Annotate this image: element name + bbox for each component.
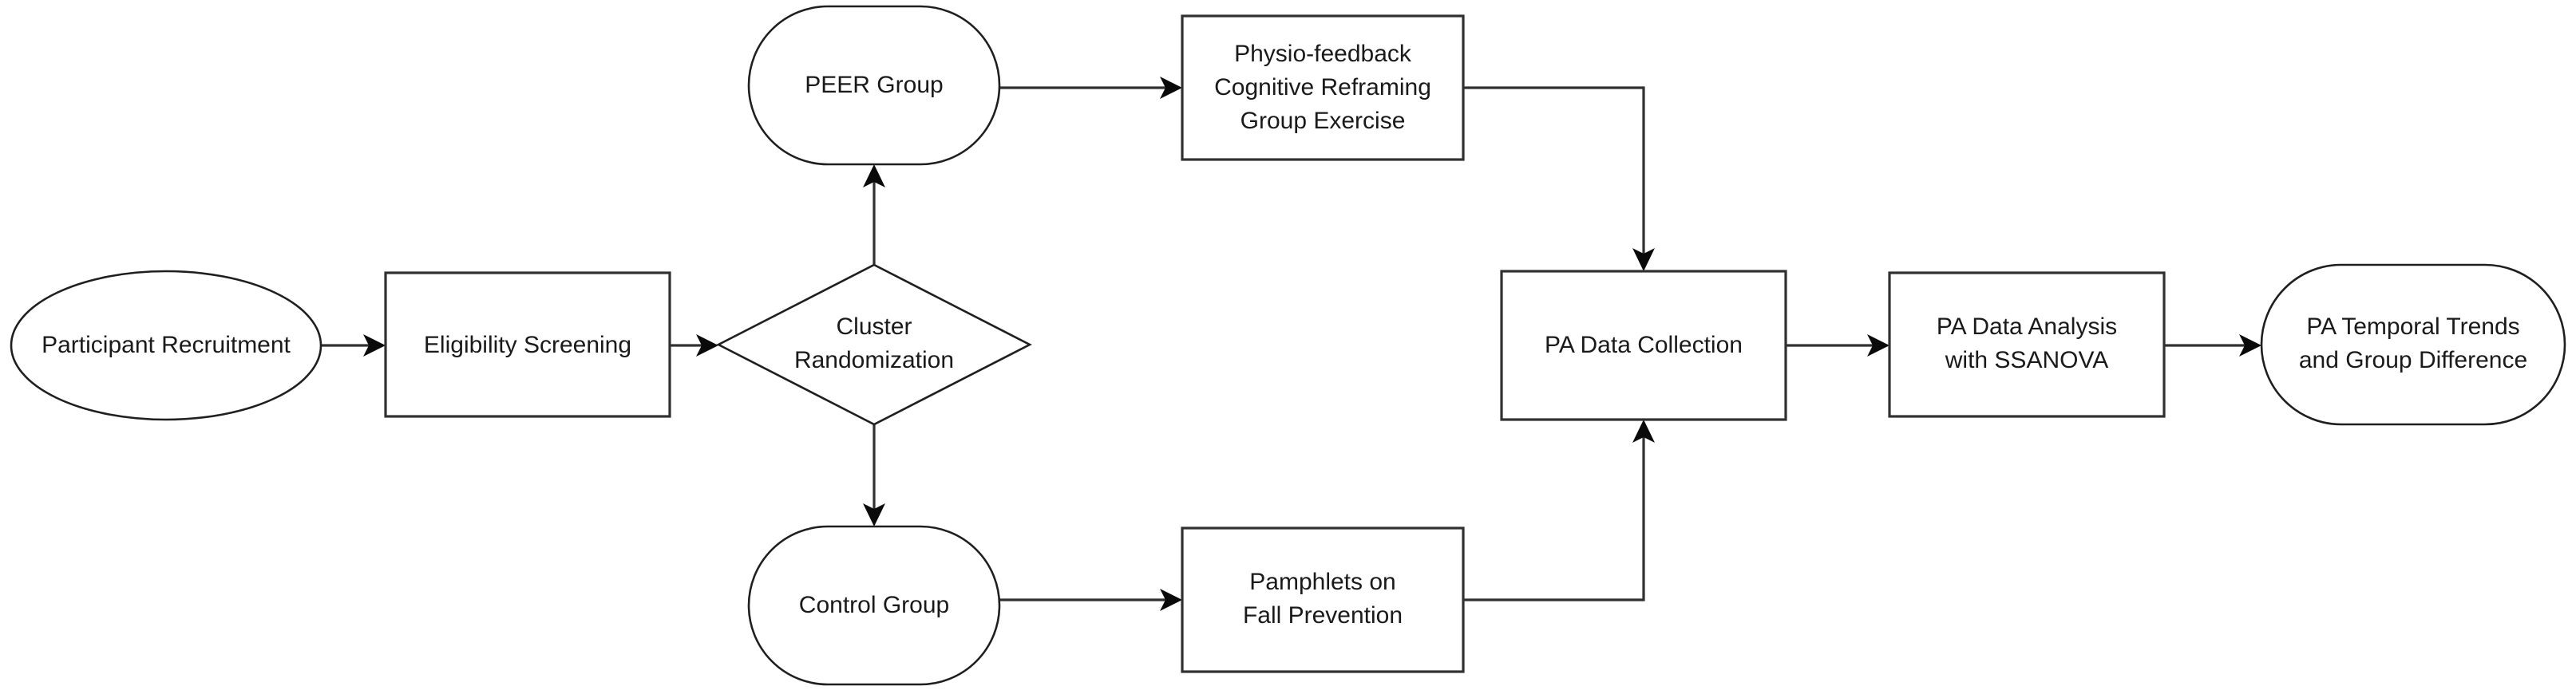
node-shape-stadium bbox=[747, 525, 1001, 686]
edge-recruitment-to-screening bbox=[321, 334, 386, 357]
node-shape-stadium bbox=[747, 5, 1001, 166]
node-participant-recruitment[interactable]: Participant Recruitment bbox=[10, 270, 322, 421]
edge-physio-to-collection bbox=[1463, 86, 1655, 271]
arrowhead-icon bbox=[1160, 77, 1182, 99]
edge-collection-to-analysis bbox=[1786, 334, 1889, 357]
arrowhead-icon bbox=[363, 334, 386, 357]
edge-layer bbox=[321, 77, 2261, 611]
arrowhead-icon bbox=[1867, 334, 1889, 357]
node-label-analysis-line2: with SSANOVA bbox=[1945, 347, 2109, 373]
node-label-pamphlets-line2: Fall Prevention bbox=[1243, 602, 1403, 629]
node-shape-rect bbox=[1181, 14, 1465, 161]
node-label-physio-line2: Cognitive Reframing bbox=[1214, 74, 1431, 101]
arrowhead-icon bbox=[696, 334, 718, 357]
node-label-control-group: Control Group bbox=[799, 592, 949, 618]
edge-peer-to-physio bbox=[999, 77, 1182, 99]
node-label-physio-line3: Group Exercise bbox=[1241, 108, 1406, 134]
node-label-pa-data-collection: PA Data Collection bbox=[1545, 332, 1743, 358]
node-label-trends-line1: PA Temporal Trends bbox=[2306, 313, 2519, 340]
arrowhead-icon bbox=[863, 164, 885, 187]
node-eligibility-screening[interactable]: Eligibility Screening bbox=[384, 271, 671, 418]
node-physio-feedback-intervention[interactable]: Physio-feedback Cognitive Reframing Grou… bbox=[1181, 14, 1465, 161]
node-shape-rect bbox=[1500, 270, 1787, 421]
node-label-physio-line1: Physio-feedback bbox=[1234, 41, 1412, 67]
node-shape-rect bbox=[1888, 271, 2166, 418]
node-pa-data-analysis[interactable]: PA Data Analysis with SSANOVA bbox=[1888, 271, 2166, 418]
arrowhead-icon bbox=[1632, 248, 1655, 271]
node-shape-rect bbox=[384, 271, 671, 418]
edge-line bbox=[1463, 434, 1645, 601]
node-layer: Participant Recruitment Eligibility Scre… bbox=[10, 5, 2566, 686]
node-control-group[interactable]: Control Group bbox=[747, 525, 1001, 686]
edge-pamphlets-to-collection bbox=[1463, 420, 1655, 601]
arrowhead-icon bbox=[2239, 334, 2261, 357]
edge-randomization-to-peer bbox=[863, 164, 885, 265]
node-label-eligibility-screening: Eligibility Screening bbox=[424, 332, 631, 358]
node-shape-stadium bbox=[2260, 263, 2566, 426]
edge-analysis-to-trends bbox=[2164, 334, 2261, 357]
node-label-cluster-randomization-line2: Randomization bbox=[794, 347, 954, 373]
node-pamphlets-fall-prevention[interactable]: Pamphlets on Fall Prevention bbox=[1181, 526, 1465, 673]
node-label-cluster-randomization-line1: Cluster bbox=[836, 313, 912, 340]
node-label-trends-line2: and Group Difference bbox=[2299, 347, 2527, 373]
arrowhead-icon bbox=[1632, 420, 1655, 443]
node-label-participant-recruitment: Participant Recruitment bbox=[42, 332, 291, 358]
node-shape-rect bbox=[1181, 526, 1465, 673]
node-peer-group[interactable]: PEER Group bbox=[747, 5, 1001, 166]
node-label-pamphlets-line1: Pamphlets on bbox=[1249, 569, 1395, 595]
edge-randomization-to-control bbox=[863, 424, 885, 526]
edge-line bbox=[1463, 86, 1645, 257]
node-pa-data-collection[interactable]: PA Data Collection bbox=[1500, 270, 1787, 421]
arrowhead-icon bbox=[1160, 589, 1182, 611]
arrowhead-icon bbox=[863, 503, 885, 526]
node-shape-diamond bbox=[716, 263, 1032, 426]
node-pa-temporal-trends[interactable]: PA Temporal Trends and Group Difference bbox=[2260, 263, 2566, 426]
node-label-peer-group: PEER Group bbox=[805, 72, 943, 98]
node-cluster-randomization[interactable]: Cluster Randomization bbox=[716, 263, 1032, 426]
node-shape-ellipse bbox=[10, 270, 322, 421]
edge-screening-to-randomization bbox=[670, 334, 718, 357]
edge-control-to-pamphlets bbox=[999, 589, 1182, 611]
node-label-analysis-line1: PA Data Analysis bbox=[1937, 313, 2117, 340]
